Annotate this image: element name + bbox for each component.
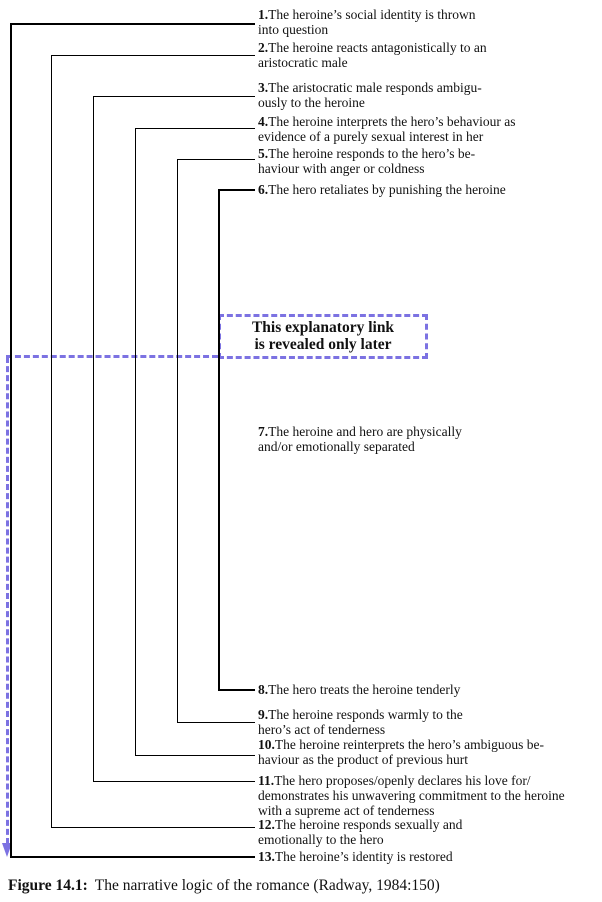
item-8: 8.The hero treats the heroine tenderly — [258, 682, 460, 697]
item-4-number: 4. — [258, 114, 269, 129]
item-2-text: The heroine reacts antagonistically to a… — [258, 40, 487, 71]
item-10-number: 10. — [258, 737, 275, 752]
item-11-number: 11. — [258, 773, 275, 788]
bracket-6-8 — [218, 189, 255, 691]
item-13-text: The heroine’s identity is restored — [274, 849, 453, 864]
item-6: 6.The hero retaliates by punishing the h… — [258, 182, 506, 197]
item-3-number: 3. — [258, 80, 269, 95]
item-9: 9.The heroine responds warmly to the her… — [258, 707, 463, 737]
item-5: 5.The heroine responds to the hero’s be-… — [258, 146, 475, 176]
dashed-connector-horizontal — [6, 355, 218, 358]
arrow-down-icon — [2, 843, 12, 857]
item-10-text: The heroine reinterprets the hero’s ambi… — [258, 737, 545, 768]
item-4: 4.The heroine interprets the hero’s beha… — [258, 114, 516, 144]
bracket-4-10 — [135, 128, 255, 756]
item-12-number: 12. — [258, 817, 275, 832]
item-9-text: The heroine responds warmly to the hero’… — [258, 707, 463, 738]
item-12-text: The heroine responds sexually and emotio… — [258, 817, 463, 848]
item-3: 3.The aristocratic male responds ambigu-… — [258, 80, 482, 110]
bracket-1-13 — [10, 23, 255, 858]
bracket-3-11 — [93, 96, 255, 782]
item-1-number: 1. — [258, 7, 269, 22]
item-7: 7.The heroine and hero are physically an… — [258, 424, 462, 454]
bracket-2-12 — [51, 55, 255, 828]
item-8-text: The hero treats the heroine tenderly — [268, 682, 461, 697]
figure-caption-label: Figure 14.1: — [8, 877, 88, 894]
figure-caption-text: The narrative logic of the romance (Radw… — [94, 877, 440, 894]
explanatory-link-box: This explanatory link is revealed only l… — [218, 314, 428, 359]
item-1-text: The heroine’s social identity is thrown … — [258, 7, 476, 38]
item-7-number: 7. — [258, 424, 269, 439]
item-7-text: The heroine and hero are physically and/… — [258, 424, 462, 455]
item-10: 10.The heroine reinterprets the hero’s a… — [258, 737, 544, 767]
item-13-number: 13. — [258, 849, 275, 864]
item-2: 2.The heroine reacts antagonistically to… — [258, 40, 487, 70]
item-3-text: The aristocratic male responds ambigu- o… — [258, 80, 482, 111]
item-5-text: The heroine responds to the hero’s be- h… — [258, 146, 476, 177]
item-6-number: 6. — [258, 182, 269, 197]
item-8-number: 8. — [258, 682, 269, 697]
item-5-number: 5. — [258, 146, 269, 161]
item-11-text: The hero proposes/openly declares his lo… — [258, 773, 565, 819]
item-13: 13.The heroine’s identity is restored — [258, 849, 453, 864]
item-2-number: 2. — [258, 40, 269, 55]
item-4-text: The heroine interprets the hero’s behavi… — [258, 114, 516, 145]
figure-caption: Figure 14.1: The narrative logic of the r… — [8, 876, 440, 895]
item-12: 12.The heroine responds sexually and emo… — [258, 817, 462, 847]
item-6-text: The hero retaliates by punishing the her… — [268, 182, 506, 197]
item-1: 1.The heroine’s social identity is throw… — [258, 7, 475, 37]
dashed-connector-vertical — [6, 357, 9, 844]
explanatory-link-text: This explanatory link is revealed only l… — [251, 319, 395, 353]
bracket-5-9 — [177, 159, 255, 723]
item-11: 11.The hero proposes/openly declares his… — [258, 773, 565, 818]
item-9-number: 9. — [258, 707, 269, 722]
